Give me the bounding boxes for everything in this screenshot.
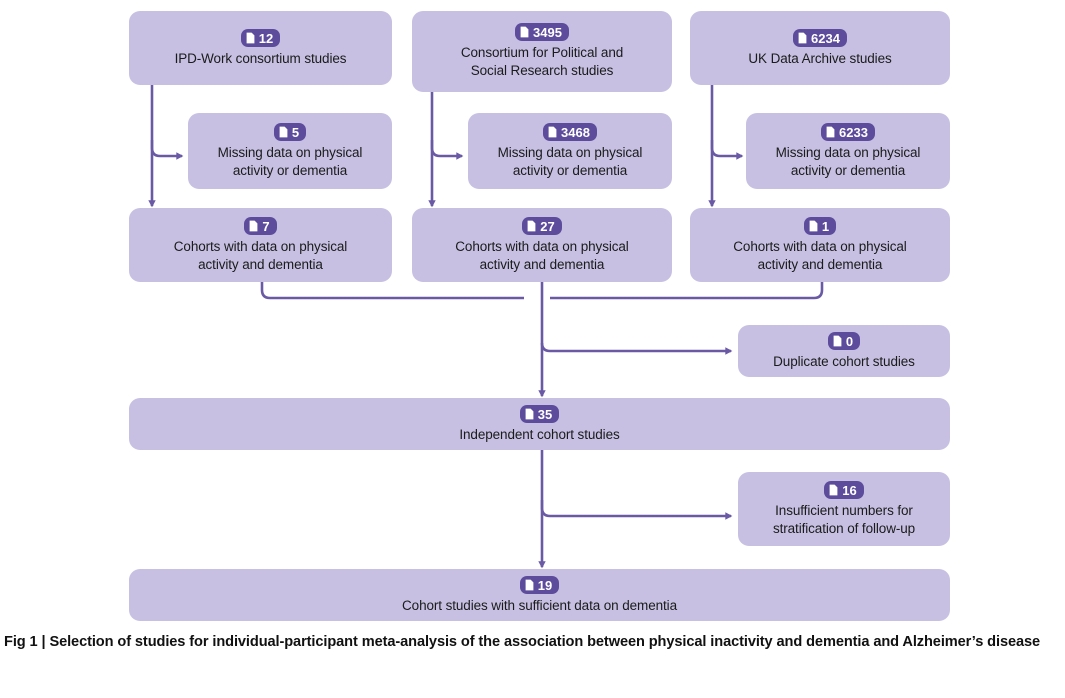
node-source-icpsr[interactable]: 3495 Consortium for Political and Social… (412, 11, 672, 92)
document-icon (527, 220, 536, 231)
document-icon (525, 408, 534, 419)
badge-count: 12 (258, 30, 274, 46)
badge-count: 3495 (533, 25, 562, 40)
node-label: Independent cohort studies (459, 426, 620, 442)
node-label: Cohorts with data on physical activity a… (173, 238, 348, 272)
node-label: Cohorts with data on physical activity a… (733, 238, 907, 272)
node-cohorts-ipd[interactable]: 7 Cohorts with data on physical activity… (129, 208, 392, 282)
node-independent-cohorts[interactable]: 35 Independent cohort studies (129, 398, 950, 450)
document-icon (249, 220, 258, 231)
document-icon (520, 26, 529, 38)
connector-ipd-branch (150, 140, 184, 160)
node-label: Duplicate cohort studies (773, 353, 915, 369)
document-icon (809, 220, 818, 231)
node-duplicate-cohorts[interactable]: 0 Duplicate cohort studies (738, 325, 950, 377)
badge-final-cohorts: 19 (519, 575, 560, 594)
document-icon (798, 32, 807, 43)
badge-count: 0 (845, 333, 854, 349)
badge-cohorts-ipd: 7 (244, 216, 277, 235)
flowchart-figure: 12 IPD-Work consortium studies 3495 Cons… (129, 11, 950, 621)
badge-source-ipd: 12 (240, 28, 281, 47)
node-cohorts-icpsr[interactable]: 27 Cohorts with data on physical activit… (412, 208, 672, 282)
badge-source-ukda: 6234 (793, 28, 847, 47)
node-label: Consortium for Political and Social Rese… (460, 45, 624, 78)
figure-caption: Fig 1 | Selection of studies for individ… (4, 634, 1041, 650)
badge-count: 16 (842, 482, 857, 498)
document-icon (829, 484, 838, 495)
badge-count: 3468 (561, 124, 590, 140)
badge-cohorts-icpsr: 27 (522, 216, 562, 235)
badge-independent-cohorts: 35 (519, 404, 560, 423)
document-icon (279, 126, 288, 137)
node-cohorts-ukda[interactable]: 1 Cohorts with data on physical activity… (690, 208, 950, 282)
node-excluded-ukda[interactable]: 6233 Missing data on physical activity o… (746, 113, 950, 189)
badge-count: 7 (262, 218, 270, 234)
connector-branch-duplicates (540, 342, 733, 355)
badge-source-icpsr: 3495 (515, 23, 569, 41)
connector-branch-insufficient (540, 500, 733, 520)
badge-count: 6233 (839, 124, 868, 140)
node-label: IPD-Work consortium studies (174, 50, 347, 66)
node-label: Cohort studies with sufficient data on d… (402, 597, 677, 613)
node-label: UK Data Archive studies (748, 50, 892, 66)
connector-icpsr-branch (430, 140, 464, 160)
badge-excluded-ipd: 5 (273, 122, 307, 141)
node-source-ukda[interactable]: 6234 UK Data Archive studies (690, 11, 950, 85)
node-insufficient-numbers[interactable]: 16 Insufficient numbers for stratificati… (738, 472, 950, 546)
node-label: Missing data on physical activity or dem… (775, 144, 921, 178)
node-label: Missing data on physical activity or dem… (217, 144, 363, 178)
node-label: Missing data on physical activity or dem… (497, 144, 643, 178)
badge-count: 35 (537, 406, 553, 422)
badge-count: 19 (537, 577, 553, 593)
badge-insufficient-numbers: 16 (824, 480, 864, 499)
document-icon (548, 126, 557, 137)
document-icon (525, 579, 534, 590)
badge-duplicate-cohorts: 0 (827, 331, 861, 350)
node-label: Cohorts with data on physical activity a… (455, 238, 629, 272)
document-icon (246, 32, 255, 43)
badge-cohorts-ukda: 1 (803, 216, 837, 235)
node-final-cohorts[interactable]: 19 Cohort studies with sufficient data o… (129, 569, 950, 621)
node-excluded-icpsr[interactable]: 3468 Missing data on physical activity o… (468, 113, 672, 189)
connector-merge-left (260, 282, 524, 300)
badge-count: 27 (540, 218, 555, 234)
node-excluded-ipd[interactable]: 5 Missing data on physical activity or d… (188, 113, 392, 189)
badge-count: 6234 (811, 30, 840, 46)
badge-count: 5 (291, 124, 300, 140)
badge-excluded-icpsr: 3468 (543, 122, 597, 141)
node-label: Insufficient numbers for stratification … (772, 502, 916, 536)
connector-merge-right (550, 282, 824, 300)
node-source-ipd[interactable]: 12 IPD-Work consortium studies (129, 11, 392, 85)
connector-ukda-branch (710, 140, 744, 160)
badge-excluded-ukda: 6233 (821, 122, 875, 141)
document-icon (833, 335, 842, 346)
document-icon (826, 126, 835, 137)
badge-count: 1 (821, 218, 830, 234)
